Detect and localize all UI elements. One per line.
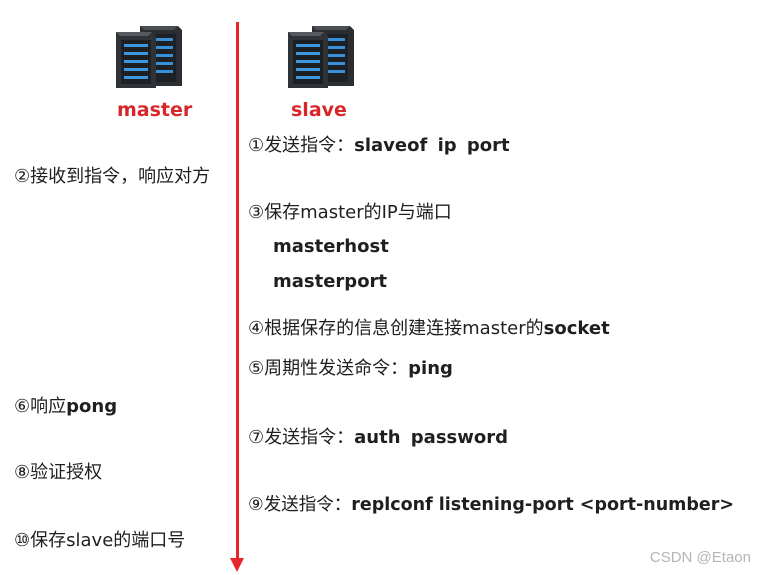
step-9: ⑨发送指令：replconf listening-port <port-numb… <box>248 495 735 515</box>
master-server-icon <box>116 26 182 88</box>
timeline-arrow-icon <box>230 558 244 572</box>
step-3: ③保存master的IP与端口 <box>248 202 452 223</box>
step-3-masterport: masterport <box>273 271 388 292</box>
watermark: CSDN @Etaon <box>649 549 751 566</box>
step-3-masterhost: masterhost <box>273 236 389 257</box>
step-1: ①发送指令：slaveof ip port <box>248 135 510 156</box>
step-6: ⑥响应pong <box>14 396 118 417</box>
step-7: ⑦发送指令：auth password <box>248 427 509 448</box>
master-label: master <box>117 99 193 121</box>
step-10: ⑩保存slave的端口号 <box>14 530 186 551</box>
slave-server-icon <box>288 26 354 88</box>
step-5: ⑤周期性发送命令：ping <box>248 358 453 379</box>
step-2: ②接收到指令，响应对方 <box>14 166 211 187</box>
step-8: ⑧验证授权 <box>14 462 103 483</box>
slave-label: slave <box>291 99 347 121</box>
step-4: ④根据保存的信息创建连接master的socket <box>248 318 610 339</box>
timeline-line <box>236 22 239 560</box>
